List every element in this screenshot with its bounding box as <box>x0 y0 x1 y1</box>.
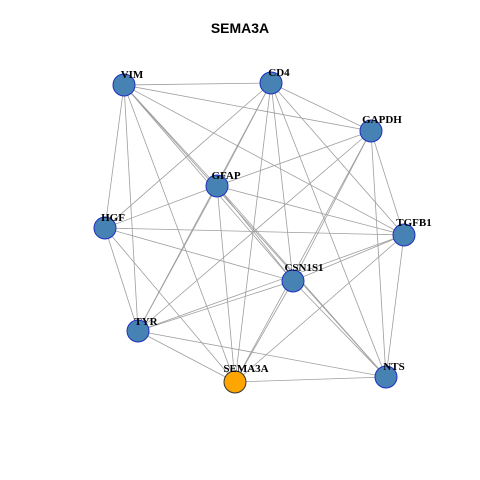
edge-gfap-tyr <box>137 185 218 332</box>
edge-vim-sema3a <box>123 84 236 383</box>
node-label-csn1s1: CSN1S1 <box>284 262 323 274</box>
edge-cd4-gapdh <box>270 82 372 132</box>
node-hgf: HGF <box>93 212 125 240</box>
edge-hgf-tgfb1 <box>104 227 405 236</box>
edge-tgfb1-csn1s1 <box>292 234 405 282</box>
edge-cd4-nts <box>270 82 387 378</box>
node-label-tgfb1: TGFB1 <box>396 217 431 229</box>
edge-gapdh-tyr <box>137 130 372 332</box>
edge-gfap-tgfb1 <box>216 185 405 236</box>
node-label-sema3a: SEMA3A <box>223 363 268 375</box>
node-label-hgf: HGF <box>101 212 125 224</box>
node-gfap: GFAP <box>205 170 241 198</box>
edge-csn1s1-tyr <box>137 280 294 332</box>
node-circle-vim <box>112 73 136 97</box>
edge-tgfb1-tyr <box>137 234 405 332</box>
edge-hgf-tyr <box>104 227 139 332</box>
node-tgfb1: TGFB1 <box>392 217 432 247</box>
edge-tyr-nts <box>137 330 387 378</box>
edge-gapdh-gfap <box>216 130 372 187</box>
node-label-gapdh: GAPDH <box>362 114 402 126</box>
node-circle-cd4 <box>259 71 283 95</box>
node-sema3a: SEMA3A <box>223 363 269 394</box>
edge-vim-tgfb1 <box>123 84 405 236</box>
edge-layer <box>104 82 405 383</box>
node-circle-tyr <box>126 319 150 343</box>
node-label-vim: VIM <box>121 69 144 81</box>
edge-hgf-sema3a <box>104 227 236 383</box>
node-nts: NTS <box>374 361 405 389</box>
node-label-tyr: TYR <box>134 316 158 328</box>
edge-vim-hgf <box>104 84 125 229</box>
edge-vim-gapdh <box>123 84 372 132</box>
node-csn1s1: CSN1S1 <box>281 262 324 293</box>
node-vim: VIM <box>112 69 144 97</box>
edge-hgf-csn1s1 <box>104 227 294 282</box>
node-label-nts: NTS <box>383 361 404 373</box>
edge-gfap-sema3a <box>216 185 236 383</box>
node-circle-nts <box>374 365 398 389</box>
node-tyr: TYR <box>126 316 159 343</box>
node-gapdh: GAPDH <box>359 114 402 143</box>
node-circle-csn1s1 <box>281 269 305 293</box>
edge-vim-tyr <box>123 84 139 332</box>
edge-sema3a-nts <box>234 376 387 383</box>
graph-title: SEMA3A <box>210 20 270 36</box>
edge-cd4-tgfb1 <box>270 82 405 236</box>
edge-gapdh-sema3a <box>234 130 372 383</box>
node-circle-hgf <box>93 216 117 240</box>
edge-gfap-hgf <box>104 185 218 229</box>
edge-gfap-csn1s1 <box>216 185 294 282</box>
node-cd4: CD4 <box>259 67 290 95</box>
node-circle-gapdh <box>359 119 383 143</box>
node-circle-tgfb1 <box>392 223 416 247</box>
node-circle-sema3a <box>223 370 247 394</box>
edge-vim-cd4 <box>123 82 272 86</box>
edge-cd4-csn1s1 <box>270 82 294 282</box>
node-label-cd4: CD4 <box>268 67 290 79</box>
edge-tgfb1-nts <box>385 234 405 378</box>
edge-csn1s1-nts <box>292 280 387 378</box>
edge-gapdh-tgfb1 <box>370 130 405 236</box>
edge-cd4-hgf <box>104 82 272 229</box>
node-label-gfap: GFAP <box>211 170 240 182</box>
edge-tyr-sema3a <box>137 330 236 383</box>
edge-gapdh-csn1s1 <box>292 130 372 282</box>
node-circle-gfap <box>205 174 229 198</box>
edge-csn1s1-sema3a <box>234 280 294 383</box>
edge-gapdh-nts <box>370 130 387 378</box>
